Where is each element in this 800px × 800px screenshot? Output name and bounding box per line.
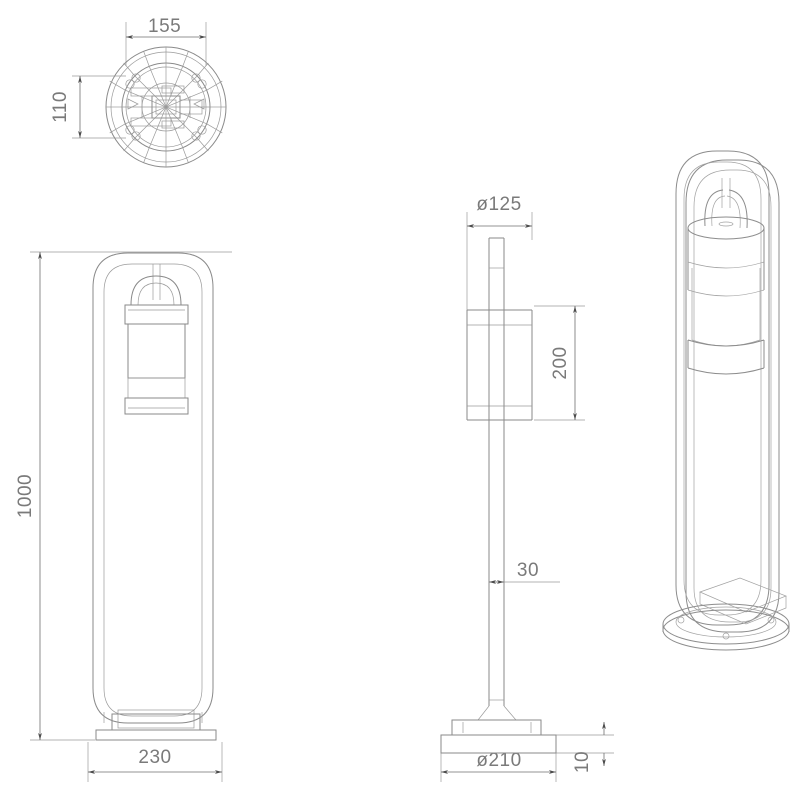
front-elevation: 1000 230 bbox=[15, 251, 232, 782]
iso-frame-outer-back bbox=[675, 150, 770, 626]
iso-lantern bbox=[687, 216, 765, 375]
section-base bbox=[440, 705, 557, 754]
front-frame-inner bbox=[103, 263, 203, 717]
section-view: ø125 200 30 ø210 10 bbox=[440, 194, 614, 782]
dim-text-lantern-diameter: ø125 bbox=[476, 194, 521, 215]
dim-text-top-width: 155 bbox=[148, 16, 181, 37]
top-view: 155 110 bbox=[50, 16, 227, 168]
dim-text-base-width: 230 bbox=[138, 747, 171, 768]
isometric-view bbox=[662, 150, 790, 651]
section-pole bbox=[488, 237, 505, 706]
iso-hook bbox=[704, 178, 748, 229]
top-outer-ribs bbox=[106, 47, 226, 167]
top-bolt-bosses bbox=[125, 73, 207, 141]
front-hook bbox=[130, 264, 182, 306]
section-lantern bbox=[466, 309, 533, 421]
front-base bbox=[95, 709, 217, 741]
dim-text-overall-height: 1000 bbox=[15, 474, 36, 518]
dim-text-pole-diameter: 30 bbox=[517, 560, 539, 581]
top-inner-mechanism bbox=[127, 85, 205, 129]
iso-frame-inner bbox=[693, 169, 772, 623]
iso-frame-inner-back bbox=[683, 161, 762, 616]
iso-base bbox=[662, 577, 790, 651]
dim-text-lantern-height: 200 bbox=[550, 346, 571, 379]
dim-text-base-plate-diameter: ø210 bbox=[476, 750, 521, 771]
dim-text-base-plate-thickness: 10 bbox=[572, 751, 593, 773]
iso-frame-outer bbox=[685, 159, 780, 633]
top-spokes bbox=[122, 63, 210, 151]
front-frame-outer bbox=[92, 252, 214, 724]
dim-text-top-height: 110 bbox=[50, 91, 71, 123]
front-lantern bbox=[124, 304, 189, 415]
